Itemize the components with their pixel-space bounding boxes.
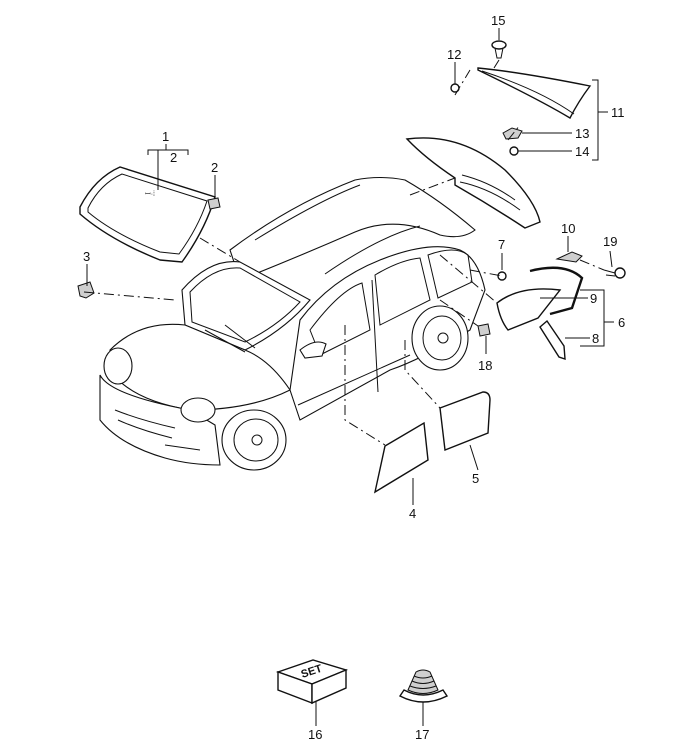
callout-11: 11: [611, 105, 625, 120]
callout-9: 9: [590, 291, 597, 306]
callout-8: 8: [592, 331, 599, 346]
callout-14: 14: [575, 144, 589, 159]
callout-15: 15: [491, 13, 505, 28]
callout-1: 1: [162, 129, 169, 144]
callout-2-group: 2: [170, 150, 177, 165]
callout-18: 18: [478, 358, 492, 373]
callout-7: 7: [498, 237, 505, 252]
windshield-sensor: [207, 197, 221, 210]
clip-10: [555, 251, 583, 263]
quarter-glass: [496, 288, 562, 331]
callout-10: 10: [561, 221, 575, 236]
callout-12: 12: [447, 47, 461, 62]
roof-spoiler: [477, 67, 592, 119]
car-body: [99, 176, 486, 471]
clip-13: [502, 127, 523, 140]
callout-6: 6: [618, 315, 625, 330]
clip-18: [477, 323, 491, 337]
front-door-glass: [373, 421, 429, 494]
nut-14: [509, 146, 519, 156]
clip-15: [491, 40, 507, 59]
callout-5: 5: [472, 471, 479, 486]
callout-4: 4: [409, 506, 416, 521]
callouts: 1 2 2 3 4 5 6 7 8 9 10 11 12 13 14 15 16…: [83, 13, 625, 742]
adhesive-cone: [398, 669, 449, 703]
callout-13: 13: [575, 126, 589, 141]
rear-window: [405, 137, 541, 229]
callout-16: 16: [308, 727, 322, 742]
windshield: ꟷ·⁞: [79, 166, 216, 263]
callout-3: 3: [83, 249, 90, 264]
callout-2: 2: [211, 160, 218, 175]
leader-lines: [83, 59, 605, 446]
callout-19: 19: [603, 234, 617, 249]
rear-door-glass: [439, 391, 491, 451]
quarter-seal: [529, 266, 584, 316]
set-box: SET: [275, 659, 349, 705]
svg-text:ꟷ·⁞: ꟷ·⁞: [145, 191, 155, 198]
clip-7: [497, 271, 507, 281]
screw-19: [603, 267, 626, 279]
pillar-trim: [539, 319, 566, 360]
callout-17: 17: [415, 727, 429, 742]
mirror-trim: [77, 281, 95, 299]
